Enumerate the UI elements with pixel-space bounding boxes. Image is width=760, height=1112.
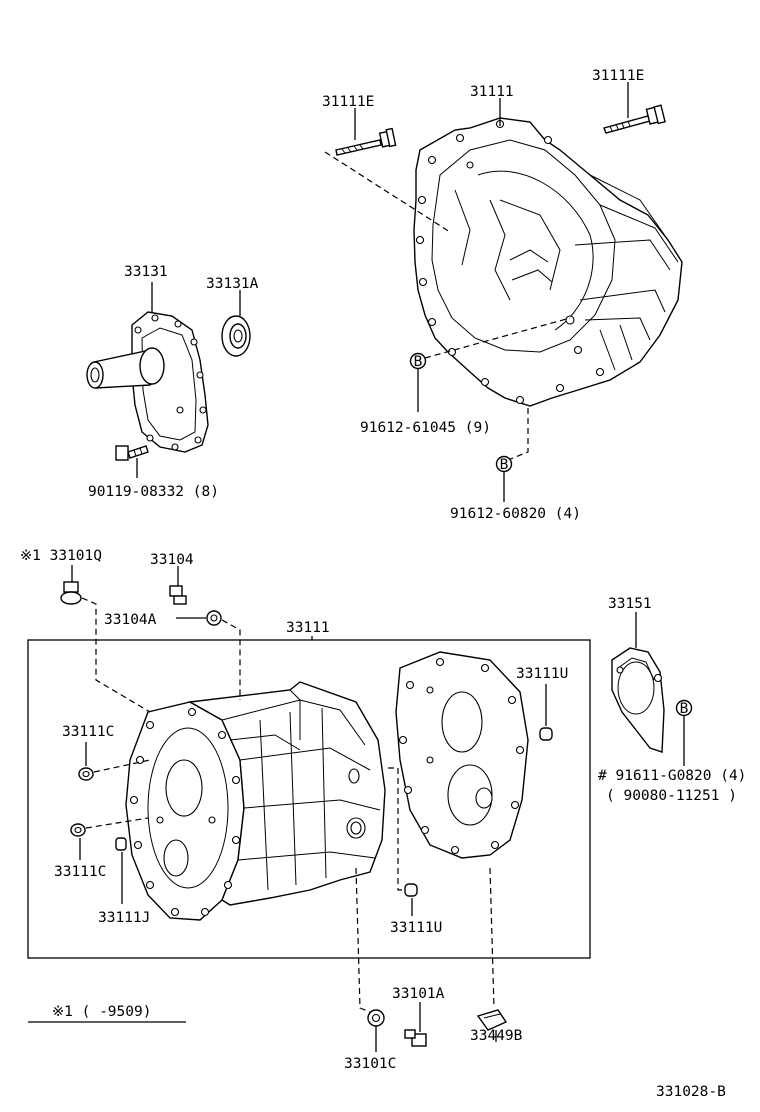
marker-b-91612-60820: B [495,455,513,473]
plug-33101a[interactable] [404,1029,427,1047]
label-33111c-top: 33111C [62,724,114,740]
label-91611-g0820: # 91611-G0820 (4) [598,768,746,784]
svg-text:B: B [414,354,423,370]
label-33101a: 33101A [392,986,445,1002]
label-31111e-right: 31111E [592,68,644,84]
label-31111: 31111 [470,84,514,100]
label-33131a: 33131A [206,276,259,292]
marker-b-91611-g0820: B [675,699,693,717]
label-91612-60820: 91612-60820 (4) [450,506,581,522]
pin-33111u-bottom[interactable] [404,883,418,897]
clip-33449b[interactable] [476,1009,508,1031]
bolt-90119-08332[interactable] [115,445,149,461]
label-90080-11251: ( 90080-11251 ) [606,788,737,804]
marker-b-91612-61045: B [409,352,427,370]
cover-33151[interactable] [611,647,665,753]
bell-housing-31111[interactable] [413,117,683,407]
label-33111c-bottom: 33111C [54,864,106,880]
intermediate-plate[interactable] [395,651,529,859]
dashed-33101q [81,597,151,713]
bolt-31111e-left[interactable] [335,127,397,156]
svg-text:B: B [680,701,689,717]
label-33111u-top: 33111U [516,666,568,682]
diagram-code: 331028-B [656,1084,726,1100]
label-31111e-left: 31111E [322,94,374,110]
plug-33104[interactable] [169,585,187,605]
gasket-33104a[interactable] [206,610,222,626]
assembly-frame [27,639,591,959]
pin-33111j[interactable] [115,837,127,851]
extension-housing-33131[interactable] [86,311,209,453]
gasket-33101c[interactable] [367,1009,385,1027]
label-33111j: 33111J [98,910,150,926]
pin-33111u-top[interactable] [539,727,553,741]
label-33104a: 33104A [104,612,157,628]
dashed-33111u-bottom [388,767,405,891]
footnote-label: ※1 ( -9509) [52,1004,151,1020]
dashed-33449b [489,867,495,1009]
pin-33111c-bottom[interactable] [70,823,86,837]
dashed-bolt-path-left [324,151,451,233]
transmission-case-33111[interactable] [125,681,386,921]
label-91612-61045: 91612-61045 (9) [360,420,491,436]
label-33131: 33131 [124,264,168,280]
svg-text:B: B [500,457,509,473]
label-33151: 33151 [608,596,652,612]
pin-33111c-top[interactable] [78,767,94,781]
bolt-31111e-right[interactable] [603,104,666,134]
label-33104: 33104 [150,552,194,568]
dashed-33104a [221,619,241,700]
label-33111u-bottom: 33111U [390,920,442,936]
dashed-33111c-bottom [85,817,149,829]
label-33101q: ※1 33101Q [20,548,102,564]
label-33101c: 33101C [344,1056,396,1072]
dashed-bolt-path-b4 [507,408,529,461]
dashed-bolt-path-b9 [424,317,571,359]
plug-33101q[interactable] [60,581,82,605]
label-33449b: 33449B [470,1028,523,1044]
label-33111: 33111 [286,620,330,636]
label-90119-08332: 90119-08332 (8) [88,484,219,500]
dashed-33101c [355,867,371,1013]
oil-seal-33131a[interactable] [221,315,251,357]
